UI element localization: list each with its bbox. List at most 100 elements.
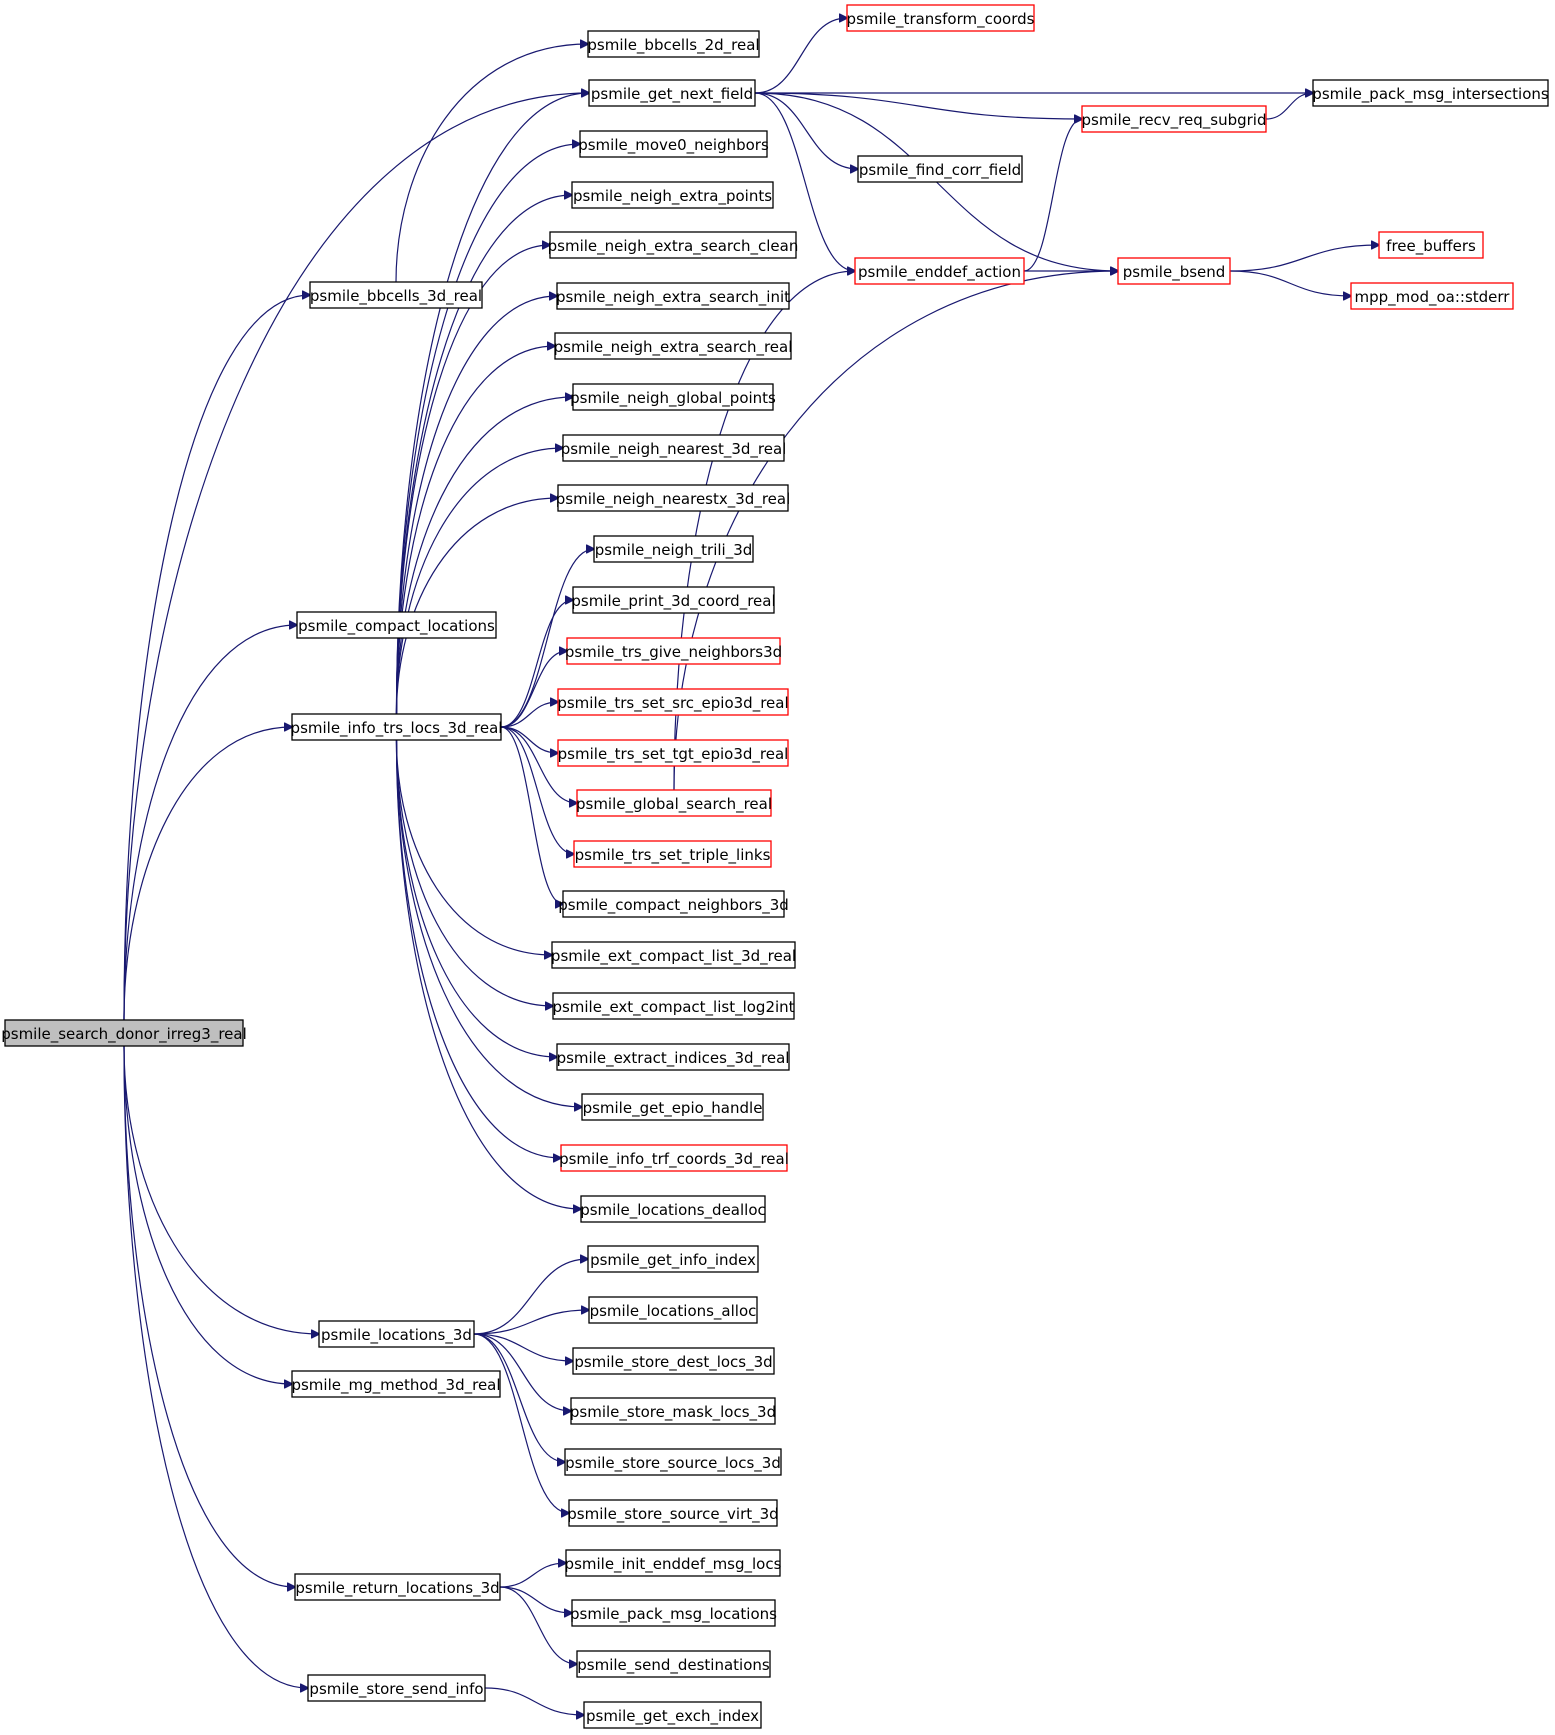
node-mg-method[interactable]: psmile_mg_method_3d_real [291,1370,501,1398]
node-move0[interactable]: psmile_move0_neighbors [578,130,769,158]
node-label: psmile_store_source_virt_3d [567,1505,778,1524]
node-box [573,840,772,868]
node-box [1117,257,1231,285]
node-ext-compact-list[interactable]: psmile_ext_compact_list_3d_real [551,941,796,969]
node-box [291,713,502,741]
node-box [307,1674,486,1702]
node-label: psmile_trs_set_tgt_epio3d_real [558,745,789,764]
node-trs-set-src[interactable]: psmile_trs_set_src_epio3d_real [557,688,789,716]
node-init-enddef-msg[interactable]: psmile_init_enddef_msg_locs [565,1549,782,1577]
node-trs-set-tgt[interactable]: psmile_trs_set_tgt_epio3d_real [557,739,789,767]
node-label: psmile_store_mask_locs_3d [570,1403,776,1422]
node-label: psmile_pack_msg_intersections [1312,85,1549,104]
node-trs-set-triple[interactable]: psmile_trs_set_triple_links [573,840,772,868]
node-recv-req-subgrid[interactable]: psmile_recv_req_subgrid [1081,105,1267,133]
node-label: psmile_locations_3d [321,1326,472,1345]
node-store-send-info[interactable]: psmile_store_send_info [307,1674,486,1702]
node-return-locations[interactable]: psmile_return_locations_3d [294,1573,501,1601]
node-label: psmile_transform_coords [847,10,1035,29]
node-free-buffers[interactable]: free_buffers [1378,231,1484,259]
node-label: psmile_compact_locations [298,617,495,636]
node-box [579,130,768,158]
edge-info-trs-locs-to-ext-compact-list [395,739,553,955]
node-box [576,1650,771,1678]
node-label: psmile_bsend [1123,263,1226,282]
node-label: psmile_ext_compact_list_log2int [552,998,794,1017]
node-neigh-extra-points[interactable]: psmile_neigh_extra_points [571,181,774,209]
edge-locations-3d-to-locations-alloc [473,1310,589,1335]
node-neigh-global-points[interactable]: psmile_neigh_global_points [570,383,776,411]
node-get-info-index[interactable]: psmile_get_info_index [587,1245,759,1273]
node-store-source-virt[interactable]: psmile_store_source_virt_3d [567,1499,779,1527]
node-box [576,789,772,817]
node-store-dest-locs[interactable]: psmile_store_dest_locs_3d [572,1347,775,1375]
node-box [572,1347,775,1375]
node-neigh-extra-search-real[interactable]: psmile_neigh_extra_search_real [554,332,793,360]
node-trs-give-neighbors[interactable]: psmile_trs_give_neighbors3d [565,637,782,665]
node-label: psmile_enddef_action [858,263,1021,282]
node-extract-indices[interactable]: psmile_extract_indices_3d_real [556,1043,790,1071]
node-global-search[interactable]: psmile_global_search_real [576,789,772,817]
node-box [309,281,483,309]
node-search-donor[interactable]: psmile_search_donor_irreg3_real [1,1019,247,1047]
node-info-trs-locs[interactable]: psmile_info_trs_locs_3d_real [291,713,503,741]
nodes-layer: psmile_search_donor_irreg3_real psmile_bb… [1,4,1549,1729]
node-locations-alloc[interactable]: psmile_locations_alloc [588,1296,758,1324]
node-store-source-locs[interactable]: psmile_store_source_locs_3d [564,1448,782,1476]
edge-global-search-to-enddef-action [673,271,855,791]
node-locations-3d[interactable]: psmile_locations_3d [318,1320,475,1348]
node-label: psmile_get_info_index [590,1251,756,1270]
node-ext-compact-log2int[interactable]: psmile_ext_compact_list_log2int [552,992,795,1020]
node-neigh-extra-search-init[interactable]: psmile_neigh_extra_search_init [556,282,790,310]
node-bbcells-2d[interactable]: psmile_bbcells_2d_real [587,30,760,58]
node-neigh-nearest[interactable]: psmile_neigh_nearest_3d_real [561,434,787,462]
node-get-next-field[interactable]: psmile_get_next_field [588,79,756,107]
edge-info-trs-locs-to-trs-give-neighbors [500,651,567,728]
node-box [1378,231,1484,259]
node-find-corr-field[interactable]: psmile_find_corr_field [857,155,1023,183]
node-box [857,155,1023,183]
edge-info-trs-locs-to-neigh-trili [500,549,594,728]
node-enddef-action[interactable]: psmile_enddef_action [854,257,1025,285]
node-label: psmile_locations_alloc [590,1302,757,1321]
node-get-epio-handle[interactable]: psmile_get_epio_handle [581,1093,764,1121]
node-label: psmile_trs_give_neighbors3d [565,643,782,662]
edge-search-donor-to-store-send-info [123,1045,308,1688]
node-locations-dealloc[interactable]: psmile_locations_dealloc [580,1195,766,1223]
node-box [587,30,760,58]
node-box [846,4,1035,32]
edge-bbcells-3d-to-bbcells-2d [395,44,588,283]
node-transform-coords[interactable]: psmile_transform_coords [846,4,1035,32]
node-neigh-extra-search-clean[interactable]: psmile_neigh_extra_search_clean [548,231,799,259]
edge-locations-3d-to-store-mask-locs [473,1333,571,1411]
node-box [557,688,789,716]
node-neigh-trili[interactable]: psmile_neigh_trili_3d [593,535,754,563]
node-compact-locations[interactable]: psmile_compact_locations [296,611,497,639]
node-info-trf-coords[interactable]: psmile_info_trf_coords_3d_real [559,1144,789,1172]
edge-info-trs-locs-to-compact-neighbors [500,726,563,904]
node-bsend[interactable]: psmile_bsend [1117,257,1231,285]
edge-locations-3d-to-get-info-index [473,1259,588,1335]
node-label: psmile_find_corr_field [859,161,1021,180]
node-compact-neighbors[interactable]: psmile_compact_neighbors_3d [558,890,789,918]
node-bbcells-3d[interactable]: psmile_bbcells_3d_real [309,281,483,309]
node-label: psmile_move0_neighbors [578,136,769,155]
edge-get-next-field-to-enddef-action [754,92,855,271]
node-box [588,1296,758,1324]
node-pack-msg-locations[interactable]: psmile_pack_msg_locations [570,1599,777,1627]
node-label: psmile_ext_compact_list_3d_real [551,947,796,966]
edge-info-trs-locs-to-extract-indices [395,739,558,1057]
node-box [556,1043,790,1071]
node-stderr[interactable]: mpp_mod_oa::stderr [1350,282,1514,310]
node-box [1350,282,1514,310]
node-print-3d-coord[interactable]: psmile_print_3d_coord_real [571,586,776,614]
edge-locations-3d-to-store-dest-locs [473,1333,573,1361]
node-label: psmile_get_exch_index [586,1707,759,1726]
node-get-exch-index[interactable]: psmile_get_exch_index [583,1701,762,1729]
node-box [854,257,1025,285]
node-neigh-nearestx[interactable]: psmile_neigh_nearestx_3d_real [556,484,791,512]
node-send-destinations[interactable]: psmile_send_destinations [576,1650,771,1678]
node-box [572,586,775,614]
node-store-mask-locs[interactable]: psmile_store_mask_locs_3d [570,1397,776,1425]
node-pack-msg-intersections[interactable]: psmile_pack_msg_intersections [1312,79,1549,107]
